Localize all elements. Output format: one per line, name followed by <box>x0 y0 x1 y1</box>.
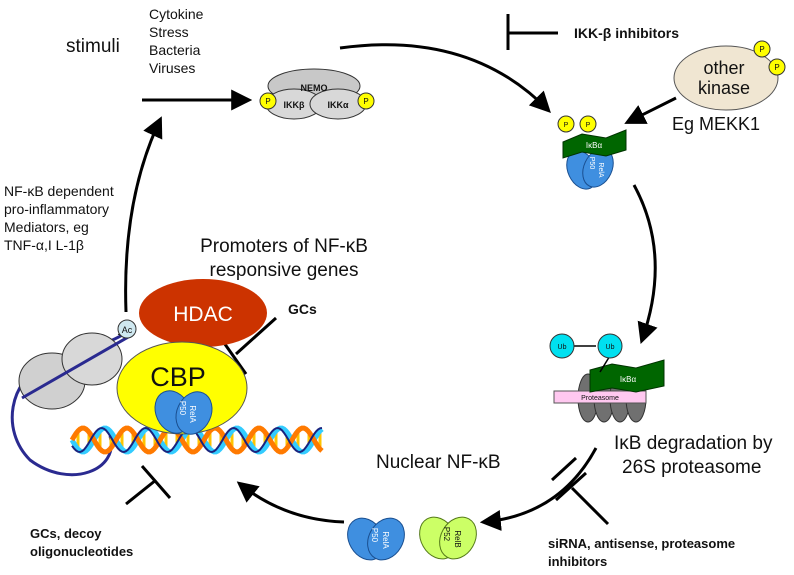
degradation-label-line2: 26S proteasome <box>622 457 761 478</box>
phospho-circle <box>753 40 771 58</box>
ikk-beta-inhibitors-label: IKK-β inhibitors <box>574 25 679 41</box>
arrow-kinase-to-ikba <box>624 96 677 124</box>
cbp-ellipse <box>116 341 248 435</box>
relb-label: RelB <box>453 530 462 547</box>
ikba-label: IκBα <box>586 141 603 150</box>
ub-label: Ub <box>606 344 615 351</box>
degradation-complex: Proteasome IκBα Ub Ub IκB degradation by… <box>549 333 773 478</box>
degradation-label-line1: IκB degradation by <box>614 433 773 454</box>
mediators-block: NF-κB dependent pro-inflammatory Mediato… <box>4 183 114 253</box>
ikba-ribbon <box>562 129 627 159</box>
rela-label: RelA <box>188 405 197 423</box>
inhibitor-gcs-hdac <box>220 316 278 375</box>
stimuli-item: Cytokine <box>149 6 204 22</box>
rela-label: RelA <box>381 531 390 549</box>
arrow-genes-to-mediators <box>124 116 163 313</box>
ubiquitin-circle <box>549 333 575 359</box>
other-kinase: P P other kinase Eg MEKK1 <box>672 40 786 134</box>
pathway-arrows <box>124 43 677 531</box>
acetyl-circle <box>117 319 137 339</box>
dna-strand <box>71 426 323 454</box>
chromatin: Ac <box>10 319 137 477</box>
arrow-ikba-to-degradation <box>632 184 658 344</box>
ikk-alpha-label: IKKα <box>327 100 348 110</box>
nemo-label: NEMO <box>301 83 328 93</box>
phospho-label: P <box>774 63 779 72</box>
inhibitor-sirna <box>550 456 610 526</box>
phospho-label: P <box>363 97 368 106</box>
ikba-nfkb-complex: P P IκBα P50 RelA <box>557 115 627 190</box>
stimuli-item: Stress <box>149 24 189 40</box>
stimuli-item: Bacteria <box>149 42 201 58</box>
promoters-label-line2: responsive genes <box>210 260 359 281</box>
mediators-line: TNF-α,I L-1β <box>4 237 84 253</box>
decoy-label-line2: oligonucleotides <box>30 544 133 559</box>
mediators-line: NF-κB dependent <box>4 183 114 199</box>
stimuli-block: stimuli Cytokine Stress Bacteria Viruses <box>66 6 204 76</box>
phospho-circle <box>579 115 597 133</box>
ikk-beta-label: IKKβ <box>284 100 305 110</box>
ikba-ribbon <box>589 359 665 393</box>
phospho-circle <box>357 92 375 110</box>
relb-subunit <box>439 516 477 560</box>
inhibitor-decoy <box>125 465 172 506</box>
arrow-degradation-to-nuclear <box>479 447 598 531</box>
dna-helix <box>69 425 324 455</box>
ub-label: Ub <box>558 344 567 351</box>
proteasome-label: Proteasome <box>581 395 619 402</box>
arrow-nuclear-to-dna <box>236 481 345 524</box>
kinase-ellipse <box>673 45 779 111</box>
phospho-circle <box>557 115 575 133</box>
phospho-label: P <box>265 97 270 106</box>
phospho-circle <box>768 58 786 76</box>
kinase-label-line2: kinase <box>698 78 750 98</box>
stimuli-item: Viruses <box>149 60 195 76</box>
rela-subunit <box>175 391 213 435</box>
nuclear-label: Nuclear NF-κB <box>376 452 501 473</box>
coactivator-complex: HDAC CBP P50 RelA GCs <box>116 279 317 435</box>
hdac-label: HDAC <box>173 303 233 326</box>
phospho-label: P <box>564 122 569 129</box>
ikba-label: IκBα <box>620 375 637 384</box>
ikk-complex: NEMO IKKβ IKKα P P <box>259 68 375 120</box>
kinase-example: Eg MEKK1 <box>672 114 760 134</box>
mediators-line: Mediators, eg <box>4 219 89 235</box>
sirna-label-line1: siRNA, antisense, proteasome <box>548 536 735 551</box>
promoters-label-line1: Promoters of NF-κB <box>200 236 368 257</box>
ubiquitin-circle <box>597 333 623 359</box>
p50-label: P50 <box>370 528 379 543</box>
phospho-circle <box>259 92 277 110</box>
inhibitor-markers <box>125 14 610 526</box>
rela-subunit <box>367 517 405 561</box>
ac-label: Ac <box>122 325 133 335</box>
proteasome-bar <box>553 390 647 404</box>
sirna-label-line2: inhibitors <box>548 554 607 569</box>
rela-label: RelA <box>597 162 604 178</box>
p50-label: P50 <box>588 157 595 170</box>
stimuli-title: stimuli <box>66 36 120 57</box>
decoy-label-line1: GCs, decoy <box>30 526 102 541</box>
cbp-label: CBP <box>150 362 206 392</box>
nuclear-nfkb: Nuclear NF-κB P50 RelA P52 RelB <box>347 452 501 561</box>
phospho-label: P <box>759 45 764 54</box>
inhibitor-ikk-beta <box>506 14 558 50</box>
kinase-label-line1: other <box>703 58 744 78</box>
chromatin-strand <box>21 334 131 400</box>
p50-label: P50 <box>178 401 187 416</box>
hdac-ellipse <box>139 279 267 347</box>
p52-label: P52 <box>442 527 451 542</box>
phospho-label: P <box>586 122 591 129</box>
arrow-ikk-to-ikba <box>339 43 551 114</box>
gcs-label: GCs <box>288 301 317 317</box>
mediators-line: pro-inflammatory <box>4 201 109 217</box>
